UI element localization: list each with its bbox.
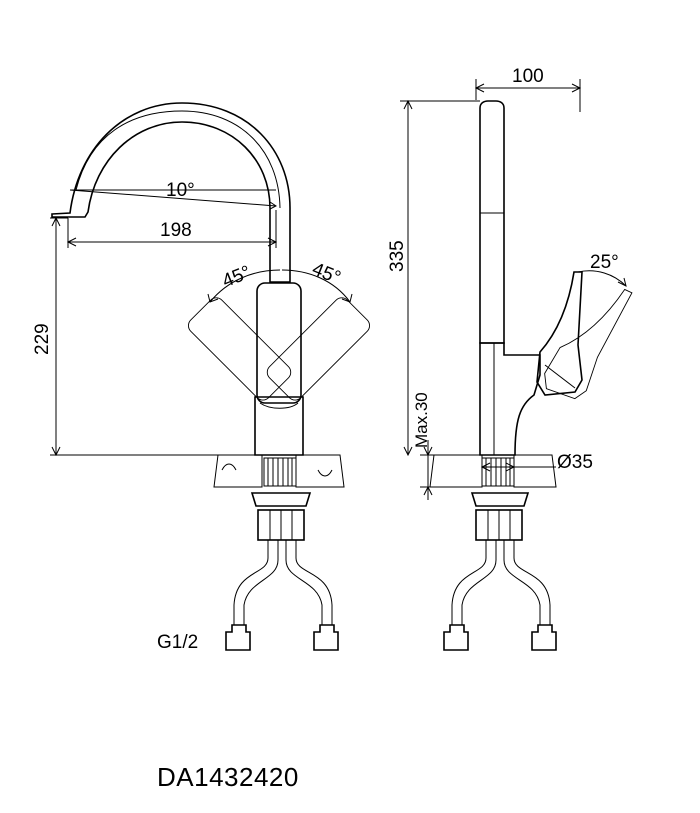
connection-label: G1/2 bbox=[157, 632, 198, 653]
front-handle bbox=[256, 282, 302, 404]
total-height-label: 335 bbox=[387, 240, 408, 272]
side-view: 100 335 25° Max.30 Ø bbox=[387, 66, 633, 651]
height-label: 229 bbox=[32, 323, 53, 355]
side-counter-right bbox=[513, 454, 557, 488]
side-handle-arc-arrow bbox=[617, 277, 627, 287]
front-mount-nut-lines bbox=[269, 510, 293, 540]
side-counter-left bbox=[429, 454, 483, 488]
side-handle-ghost bbox=[544, 288, 633, 400]
front-hose-right bbox=[285, 539, 333, 626]
side-hose-nut-left bbox=[443, 624, 469, 651]
side-handle-angle-label: 25° bbox=[590, 252, 619, 273]
side-shank-thread bbox=[485, 458, 511, 486]
reach-dim-arrows bbox=[66, 237, 278, 247]
spout-angle-label: 10° bbox=[166, 180, 195, 201]
side-spout-column bbox=[479, 100, 505, 344]
diameter-dim-arrows bbox=[480, 462, 516, 472]
front-mount-plate bbox=[250, 492, 312, 507]
front-counter-right bbox=[295, 454, 345, 488]
front-handle-ghost-right bbox=[266, 297, 370, 401]
depth-dim-arrows bbox=[474, 83, 582, 93]
max-dim-arrows bbox=[423, 446, 433, 496]
side-body bbox=[479, 342, 541, 456]
front-view: 10° 198 229 45° 45° bbox=[32, 102, 370, 653]
front-hose-nut-left bbox=[225, 624, 251, 651]
reach-label: 198 bbox=[160, 220, 192, 241]
front-counter-break bbox=[221, 463, 333, 477]
side-hose-left bbox=[451, 539, 497, 626]
handle-right-angle-label: 45° bbox=[309, 259, 344, 289]
front-hose-nut-right bbox=[313, 624, 339, 651]
side-handle-line bbox=[544, 364, 576, 389]
handle-arc-right bbox=[281, 269, 351, 303]
hole-diameter-label: Ø35 bbox=[557, 452, 593, 473]
side-shank bbox=[481, 457, 515, 487]
front-shank bbox=[263, 457, 297, 487]
front-spout bbox=[51, 102, 291, 283]
spout-angle-line bbox=[69, 189, 277, 207]
total-height-arrows bbox=[403, 99, 413, 457]
front-handle-ghost-left bbox=[188, 297, 292, 401]
side-mount-plate bbox=[470, 492, 530, 507]
handle-arc-left bbox=[209, 269, 281, 303]
front-counter-left bbox=[213, 454, 263, 488]
front-hose-left bbox=[233, 539, 279, 626]
depth-label: 100 bbox=[512, 66, 544, 87]
side-handle-arc bbox=[577, 270, 627, 287]
handle-arc-arrows bbox=[207, 293, 353, 303]
front-shank-thread bbox=[267, 458, 293, 486]
side-hose-right bbox=[503, 539, 551, 626]
max-thickness-label: Max.30 bbox=[412, 392, 431, 448]
front-spout-centerline bbox=[75, 110, 281, 209]
side-mount-nut-lines bbox=[487, 510, 511, 540]
front-body-line bbox=[259, 402, 299, 409]
height-dim-arrows bbox=[51, 216, 61, 457]
side-hose-nut-right bbox=[531, 624, 557, 651]
front-body bbox=[254, 396, 304, 456]
spout-angle-arrow bbox=[269, 201, 277, 210]
side-handle bbox=[536, 271, 583, 396]
handle-left-angle-label: 45° bbox=[219, 262, 254, 292]
model-code: DA1432420 bbox=[157, 762, 299, 792]
